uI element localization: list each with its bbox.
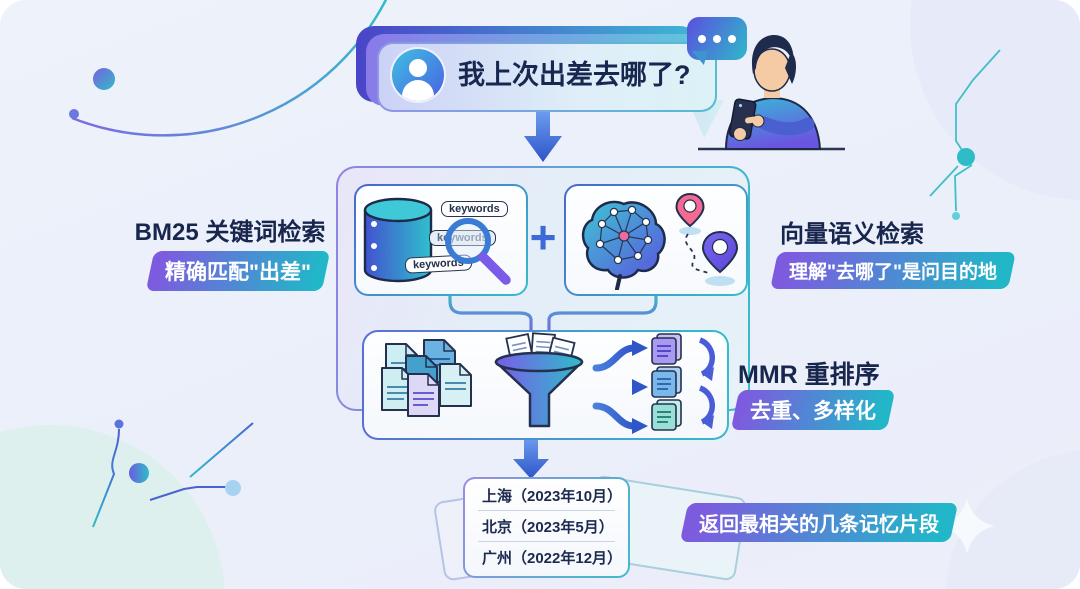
ranked-docs-icon xyxy=(651,333,682,431)
mmr-tag: 去重、多样化 xyxy=(730,390,896,430)
vector-title: 向量语义检索 xyxy=(780,221,924,248)
memory-item: 北京（2023年5月） xyxy=(478,511,615,542)
database-icon xyxy=(363,197,433,283)
bm25-tag: 精确匹配"出差" xyxy=(145,251,331,291)
documents-cluster-icon xyxy=(381,339,472,417)
plus-sign: + xyxy=(529,211,557,263)
typing-dots-icon xyxy=(687,17,747,60)
brain-network xyxy=(581,200,666,290)
sparkle-icon xyxy=(939,498,995,554)
person-with-phone-illustration xyxy=(698,35,845,151)
decor-circle-bottomleft xyxy=(0,425,225,589)
memory-item: 广州（2022年12月） xyxy=(482,549,623,567)
route-dashed-line xyxy=(685,233,711,275)
funnel-icon xyxy=(494,332,584,428)
brain-semantic-icon xyxy=(581,192,739,290)
query-text: 我上次出差去哪了? xyxy=(458,60,691,90)
reorder-arrows-icon xyxy=(698,337,715,429)
pointing-arm xyxy=(757,116,815,136)
mmr-title: MMR 重排序 xyxy=(738,361,880,389)
decor-network-right xyxy=(929,49,1001,220)
decor-orbit-topleft xyxy=(69,0,388,137)
vector-tag: 理解"去哪了"是问目的地 xyxy=(770,252,1016,289)
location-pins xyxy=(675,192,739,286)
results-tag: 返回最相关的几条记忆片段 xyxy=(679,503,959,542)
decor-circle-topright xyxy=(910,0,1080,200)
decor-circle-bottomright xyxy=(945,450,1080,589)
person-hair-side xyxy=(785,52,796,84)
decor-circuit-bottomleft xyxy=(17,419,254,528)
bm25-title: BM25 关键词检索 xyxy=(134,219,326,246)
memory-item: 上海（2023年10月） xyxy=(478,480,622,511)
user-avatar-icon xyxy=(392,49,444,101)
phone-hand xyxy=(733,127,747,141)
magnifier-icon xyxy=(445,218,511,285)
person-hair xyxy=(751,35,794,74)
fanout-arrows-icon xyxy=(592,340,648,434)
pointing-finger xyxy=(745,116,758,124)
mmr-icons xyxy=(381,332,715,434)
keyword-pill: keywords xyxy=(441,201,508,217)
memory-card: 上海（2023年10月） 北京（2023年5月） 广州（2022年12月） xyxy=(463,477,630,578)
